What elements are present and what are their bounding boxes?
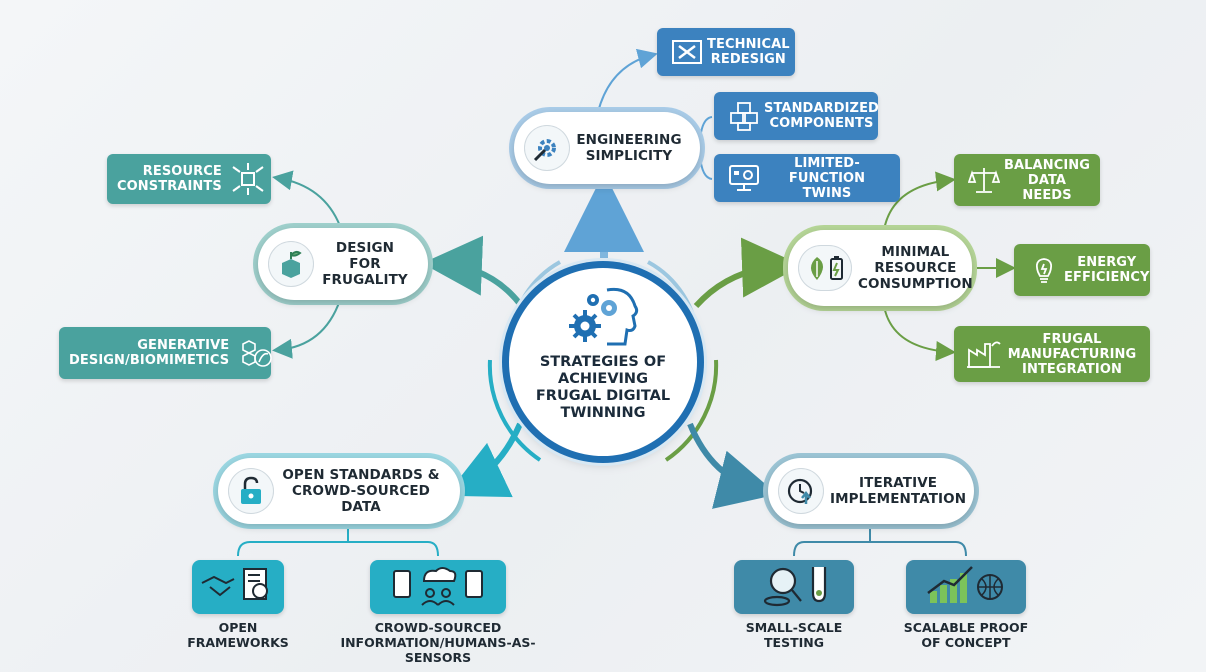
standardized-components-label: STANDARDIZED COMPONENTS	[764, 101, 879, 131]
leaf-battery-icon	[798, 245, 852, 291]
leaf-balancing-data-needs[interactable]: BALANCING DATA NEEDS	[954, 154, 1100, 206]
open-frameworks-caption: OPEN FRAMEWORKS	[187, 620, 289, 650]
leaf-technical-redesign[interactable]: TECHNICAL REDESIGN	[657, 28, 795, 76]
open-standards-label: OPEN STANDARDS & CROWD-SOURCED DATA	[282, 467, 440, 515]
handshake-document-icon	[200, 565, 276, 609]
open-lock-icon	[228, 468, 274, 514]
technical-redesign-label: TECHNICAL REDESIGN	[707, 37, 790, 67]
crowd-sourced-caption: CROWD-SOURCED INFORMATION/HUMANS-AS-SENS…	[340, 620, 536, 665]
crowd-cloud-icon	[390, 563, 486, 611]
card-scalable-poc[interactable]	[906, 560, 1026, 614]
hub-title: STRATEGIES OF ACHIEVING FRUGAL DIGITAL T…	[535, 354, 671, 421]
node-design-for-frugality[interactable]: DESIGN FOR FRUGALITY	[258, 228, 428, 300]
wrench-gear-icon	[524, 125, 570, 171]
leaf-standardized-components[interactable]: STANDARDIZED COMPONENTS	[714, 92, 879, 140]
node-minimal-resource-consumption[interactable]: MINIMAL RESOURCE CONSUMPTION	[788, 230, 973, 306]
node-open-standards[interactable]: OPEN STANDARDS & CROWD-SOURCED DATA	[218, 458, 460, 524]
hexagon-leaf-icon	[235, 335, 275, 371]
card-small-scale-testing[interactable]	[734, 560, 854, 614]
leaf-energy-efficiency[interactable]: ENERGY EFFICIENCY	[1014, 244, 1150, 296]
cubes-icon	[724, 98, 764, 134]
design-for-frugality-label: DESIGN FOR FRUGALITY	[322, 240, 408, 288]
minimal-resource-label: MINIMAL RESOURCE CONSUMPTION	[858, 244, 973, 292]
leaf-generative-design[interactable]: GENERATIVE DESIGN/BIOMIMETICS	[59, 327, 273, 379]
blueprint-tools-icon	[667, 34, 707, 70]
small-scale-testing-caption: SMALL-SCALE TESTING	[745, 620, 843, 650]
lightbulb-icon	[1024, 252, 1064, 288]
limited-function-twins-label: LIMITED-FUNCTION TWINS	[788, 155, 866, 201]
node-iterative-implementation[interactable]: ITERATIVE IMPLEMENTATION	[768, 458, 974, 524]
growth-chart-icon	[924, 563, 1008, 611]
iterative-implementation-label: ITERATIVE IMPLEMENTATION	[830, 475, 967, 507]
gears-head-icon	[563, 284, 643, 352]
factory-icon	[964, 336, 1004, 372]
monitor-icon	[724, 160, 764, 196]
card-open-frameworks[interactable]	[192, 560, 284, 614]
balancing-data-needs-label: BALANCING DATA NEEDS	[1004, 157, 1091, 203]
energy-efficiency-label: ENERGY EFFICIENCY	[1064, 255, 1150, 285]
frugal-manufacturing-label: FRUGAL MANUFACTURING INTEGRATION	[1007, 331, 1137, 377]
leaf-limited-function-twins[interactable]: LIMITED-FUNCTION TWINS	[714, 154, 900, 202]
center-hub: STRATEGIES OF ACHIEVING FRUGAL DIGITAL T…	[509, 268, 697, 456]
scalable-poc-caption: SCALABLE PROOF OF CONCEPT	[903, 620, 1029, 650]
magnifier-flask-icon	[759, 563, 829, 611]
generative-design-label: GENERATIVE DESIGN/BIOMIMETICS	[69, 338, 230, 368]
scale-icon	[964, 162, 1004, 198]
leaf-resource-constraints[interactable]: RESOURCE CONSTRAINTS	[107, 154, 271, 204]
compress-box-icon	[228, 161, 268, 197]
sprout-box-icon	[268, 241, 314, 287]
resource-constraints-label: RESOURCE CONSTRAINTS	[117, 164, 222, 194]
clock-arrow-icon	[778, 468, 824, 514]
engineering-simplicity-label: ENGINEERING SIMPLICITY	[576, 132, 682, 164]
card-crowd-sourced[interactable]	[370, 560, 506, 614]
leaf-frugal-manufacturing[interactable]: FRUGAL MANUFACTURING INTEGRATION	[954, 326, 1150, 382]
node-engineering-simplicity[interactable]: ENGINEERING SIMPLICITY	[514, 112, 700, 184]
